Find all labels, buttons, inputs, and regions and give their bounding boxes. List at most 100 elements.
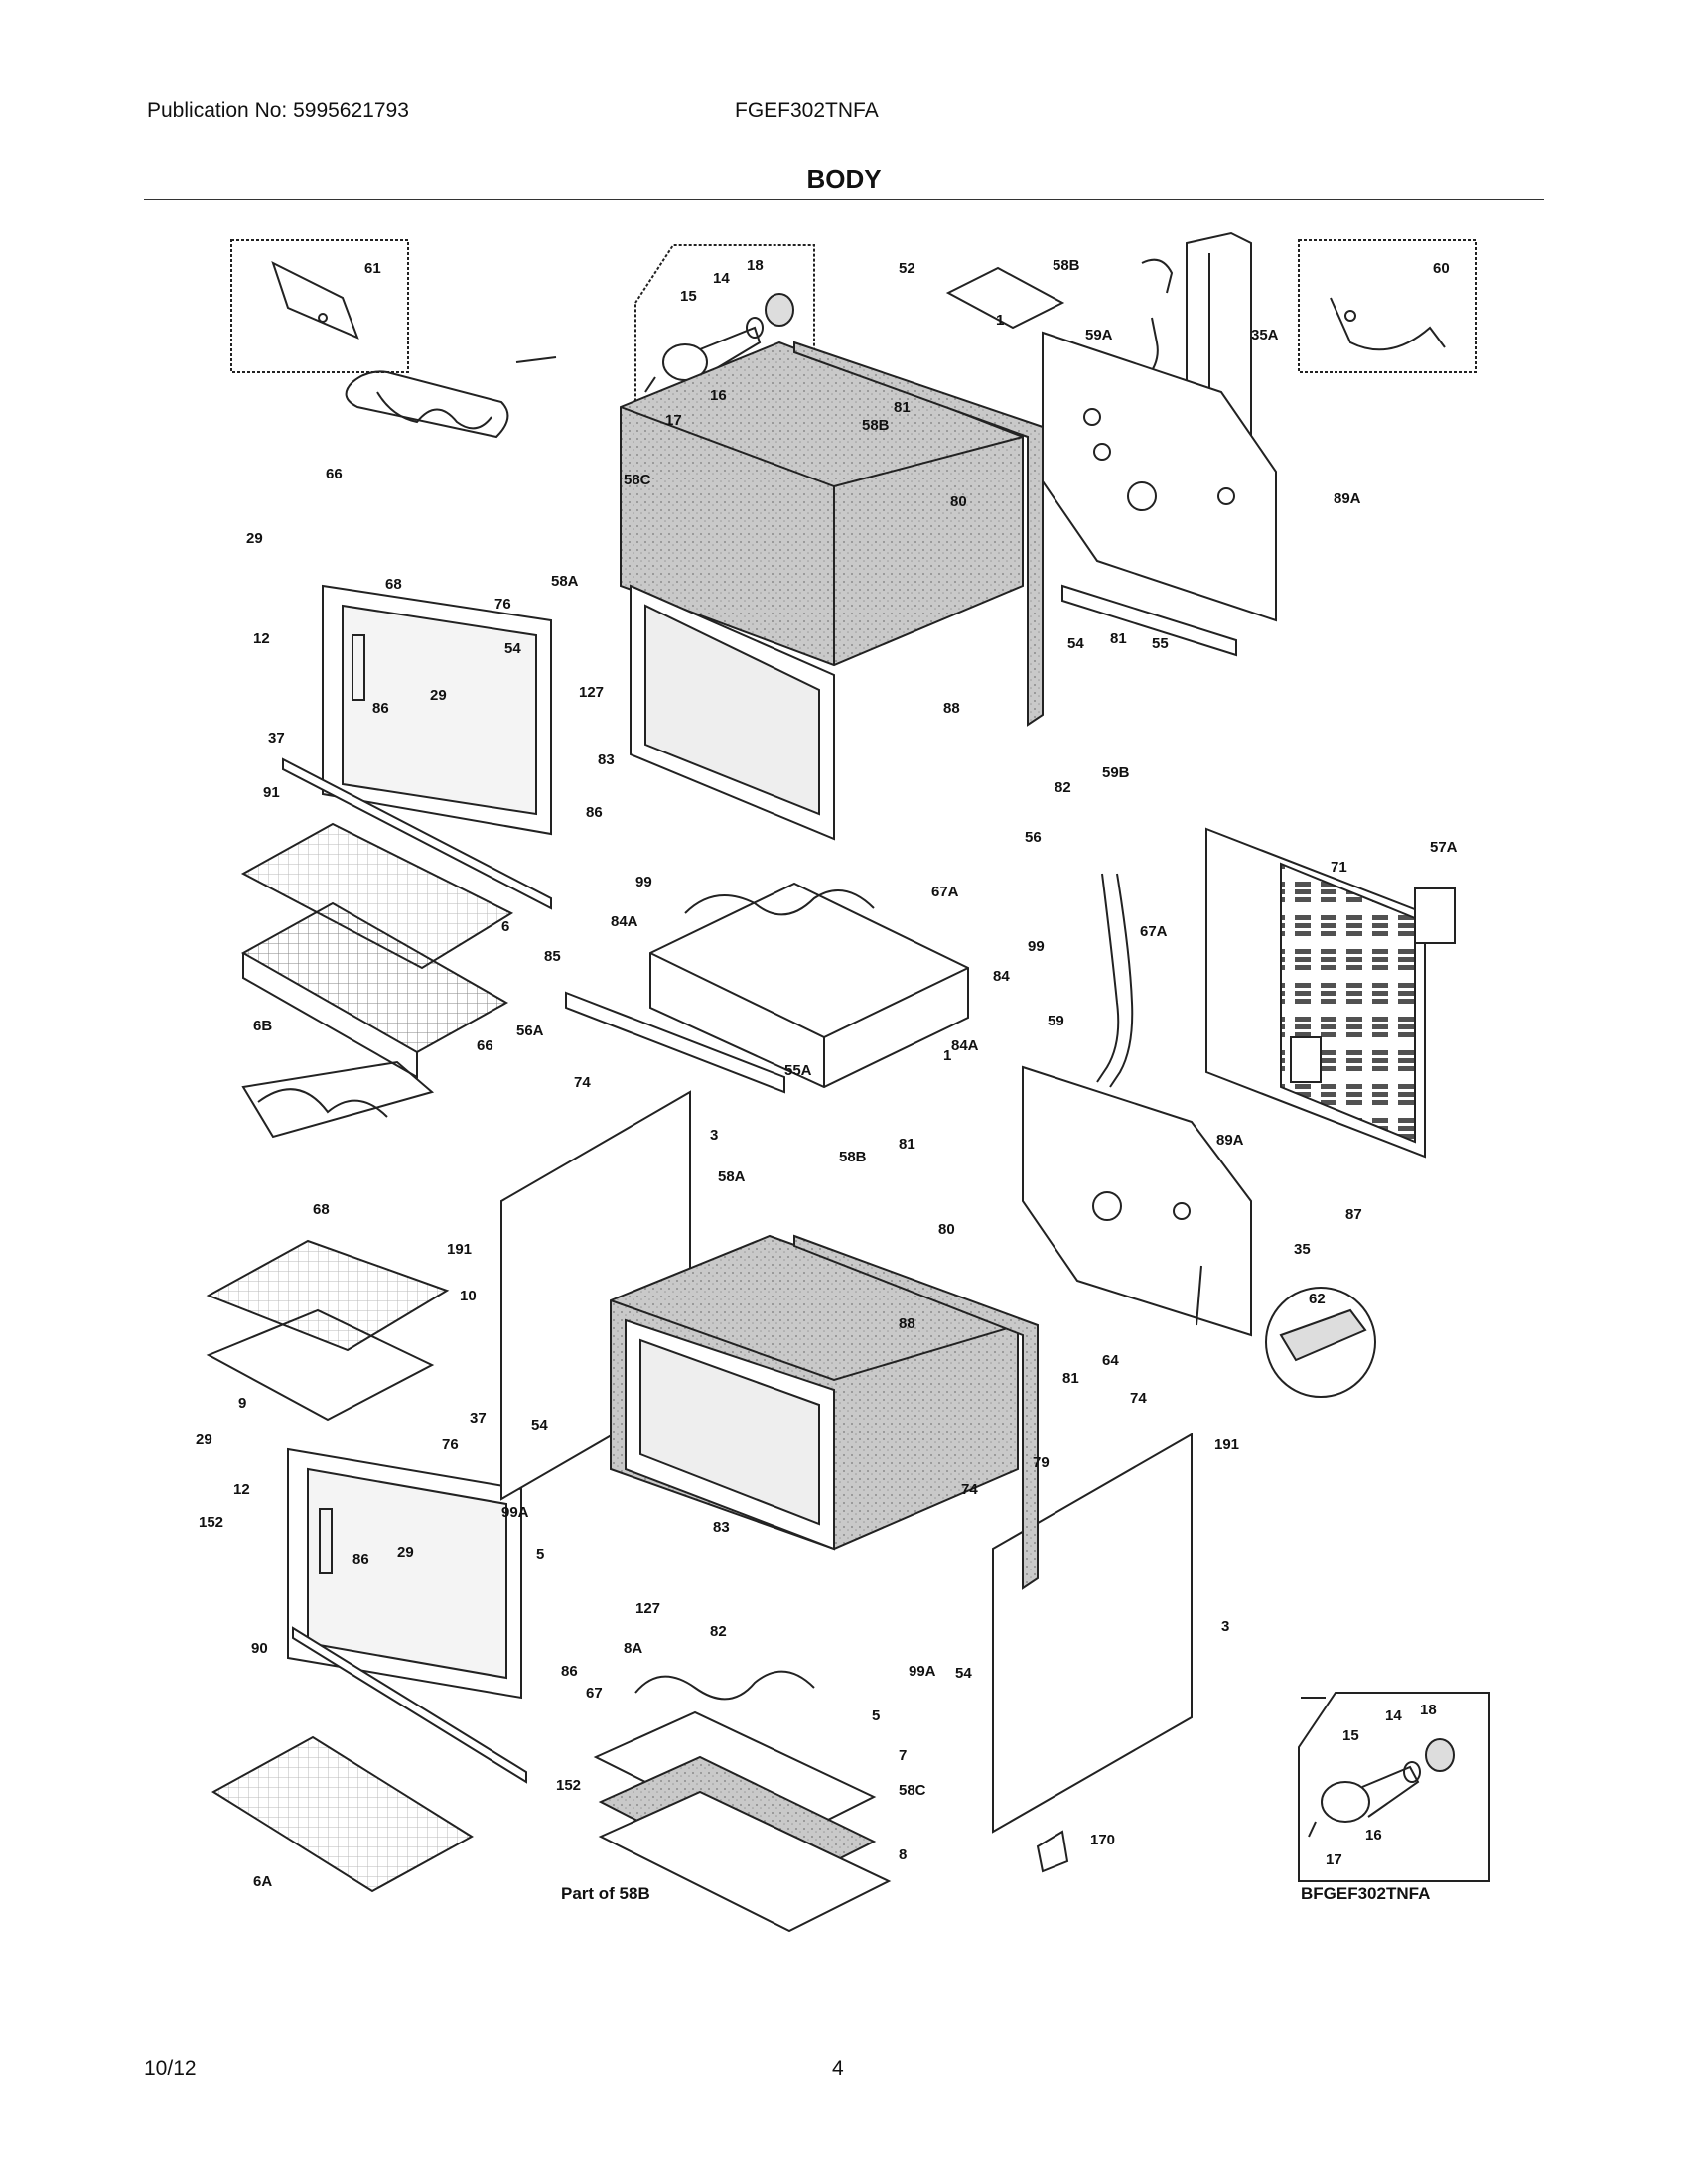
callout-83-low: 83 bbox=[713, 1519, 730, 1536]
callout-37-low: 37 bbox=[470, 1410, 487, 1427]
callout-64: 64 bbox=[1102, 1352, 1119, 1369]
callout-6A: 6A bbox=[253, 1873, 272, 1890]
inset-box-light-lower bbox=[1298, 1692, 1490, 1882]
callout-99A-top: 99A bbox=[501, 1504, 529, 1521]
callout-80-low: 80 bbox=[938, 1221, 955, 1238]
callout-61: 61 bbox=[364, 260, 381, 277]
callout-79: 79 bbox=[1033, 1454, 1050, 1471]
callout-1-top: 1 bbox=[996, 312, 1004, 329]
callout-127-low: 127 bbox=[635, 1600, 660, 1617]
callout-127-top: 127 bbox=[579, 684, 604, 701]
callout-87: 87 bbox=[1345, 1206, 1362, 1223]
callout-99-right: 99 bbox=[1028, 938, 1045, 955]
callout-58B-mid: 58B bbox=[862, 417, 890, 434]
callout-191-low: 191 bbox=[1214, 1436, 1239, 1453]
callout-84A-mid: 84A bbox=[951, 1037, 979, 1054]
callout-5-top: 5 bbox=[536, 1546, 544, 1563]
callout-14-low: 14 bbox=[1385, 1707, 1402, 1724]
callout-68-low: 68 bbox=[313, 1201, 330, 1218]
callout-3-low: 3 bbox=[1221, 1618, 1229, 1635]
callout-14: 14 bbox=[713, 270, 730, 287]
callout-7: 7 bbox=[899, 1747, 907, 1764]
callout-86-top: 86 bbox=[372, 700, 389, 717]
callout-81-bot: 81 bbox=[1062, 1370, 1079, 1387]
callout-6: 6 bbox=[501, 918, 509, 935]
upper-oven-cavity bbox=[620, 341, 1024, 667]
inset-box-60 bbox=[1298, 239, 1477, 373]
callout-5-low: 5 bbox=[872, 1707, 880, 1724]
callout-152-top: 152 bbox=[199, 1514, 223, 1531]
callout-90: 90 bbox=[251, 1640, 268, 1657]
callout-67A-mid: 67A bbox=[1140, 923, 1168, 940]
callout-17: 17 bbox=[665, 412, 682, 429]
callout-80-top: 80 bbox=[950, 493, 967, 510]
callout-58A-top: 58A bbox=[551, 573, 579, 590]
callout-66-low: 66 bbox=[477, 1037, 493, 1054]
callout-88-low: 88 bbox=[899, 1315, 915, 1332]
callout-99A-low: 99A bbox=[909, 1663, 936, 1680]
callout-170: 170 bbox=[1090, 1832, 1115, 1848]
callout-56A: 56A bbox=[516, 1023, 544, 1039]
callout-56: 56 bbox=[1025, 829, 1042, 846]
callout-8A: 8A bbox=[624, 1640, 642, 1657]
figure-code: BFGEF302TNFA bbox=[1301, 1884, 1430, 1903]
callout-84A-top: 84A bbox=[611, 913, 638, 930]
callout-86-bot: 86 bbox=[561, 1663, 578, 1680]
callout-54-low: 54 bbox=[531, 1417, 548, 1433]
callout-58B-low: 58B bbox=[839, 1149, 867, 1165]
callout-37-top: 37 bbox=[268, 730, 285, 747]
callout-16-low: 16 bbox=[1365, 1827, 1382, 1843]
callout-99: 99 bbox=[635, 874, 652, 890]
callout-89A-low: 89A bbox=[1216, 1132, 1244, 1149]
callout-74-top: 74 bbox=[574, 1074, 591, 1091]
callout-71: 71 bbox=[1331, 859, 1347, 876]
callout-12-top: 12 bbox=[253, 630, 270, 647]
callout-29-mid: 29 bbox=[430, 687, 447, 704]
callout-84: 84 bbox=[993, 968, 1010, 985]
callout-29-top: 29 bbox=[246, 530, 263, 547]
callout-58C-low: 58C bbox=[899, 1782, 926, 1799]
callout-58A-low: 58A bbox=[718, 1168, 746, 1185]
callout-35: 35 bbox=[1294, 1241, 1311, 1258]
callout-54-top-right: 54 bbox=[1067, 635, 1084, 652]
callout-74-mid: 74 bbox=[1130, 1390, 1147, 1407]
callout-54-bot: 54 bbox=[955, 1665, 972, 1682]
callout-9: 9 bbox=[238, 1395, 246, 1412]
callout-83-top: 83 bbox=[598, 751, 615, 768]
callout-15-low: 15 bbox=[1342, 1727, 1359, 1744]
callout-81-low: 81 bbox=[899, 1136, 915, 1153]
callout-18-low: 18 bbox=[1420, 1702, 1437, 1718]
callout-57A: 57A bbox=[1430, 839, 1458, 856]
page-title: BODY bbox=[806, 164, 882, 194]
callout-55: 55 bbox=[1152, 635, 1169, 652]
callout-74-low: 74 bbox=[961, 1481, 978, 1498]
callout-66-top: 66 bbox=[326, 466, 343, 482]
callout-89A-top: 89A bbox=[1334, 490, 1361, 507]
callout-85: 85 bbox=[544, 948, 561, 965]
callout-55A: 55A bbox=[784, 1062, 812, 1079]
callout-59: 59 bbox=[1048, 1013, 1064, 1029]
callout-68-top: 68 bbox=[385, 576, 402, 593]
callout-59B-top: 59B bbox=[1102, 764, 1130, 781]
footer-date: 10/12 bbox=[144, 2057, 197, 2080]
callout-8: 8 bbox=[899, 1846, 907, 1863]
callout-17-low: 17 bbox=[1326, 1851, 1342, 1868]
callout-86-mid: 86 bbox=[586, 804, 603, 821]
callout-52: 52 bbox=[899, 260, 915, 277]
callout-81-top: 81 bbox=[894, 399, 911, 416]
part-of-note: Part of 58B bbox=[561, 1884, 650, 1903]
callout-191-top: 191 bbox=[447, 1241, 472, 1258]
callout-15: 15 bbox=[680, 288, 697, 305]
page-number: 4 bbox=[832, 2057, 844, 2080]
callout-labels: 61 60 18 14 15 16 17 52 58B 35A 59A 1 89… bbox=[196, 257, 1458, 1903]
callout-82-top: 82 bbox=[1055, 779, 1071, 796]
callout-86-low: 86 bbox=[352, 1551, 369, 1568]
callout-3-top: 3 bbox=[710, 1127, 718, 1144]
callout-91: 91 bbox=[263, 784, 280, 801]
callout-1-low: 1 bbox=[943, 1047, 951, 1064]
callout-82-low: 82 bbox=[710, 1623, 727, 1640]
callout-58B-top: 58B bbox=[1053, 257, 1080, 274]
callout-16: 16 bbox=[710, 387, 727, 404]
callout-152-low: 152 bbox=[556, 1777, 581, 1794]
